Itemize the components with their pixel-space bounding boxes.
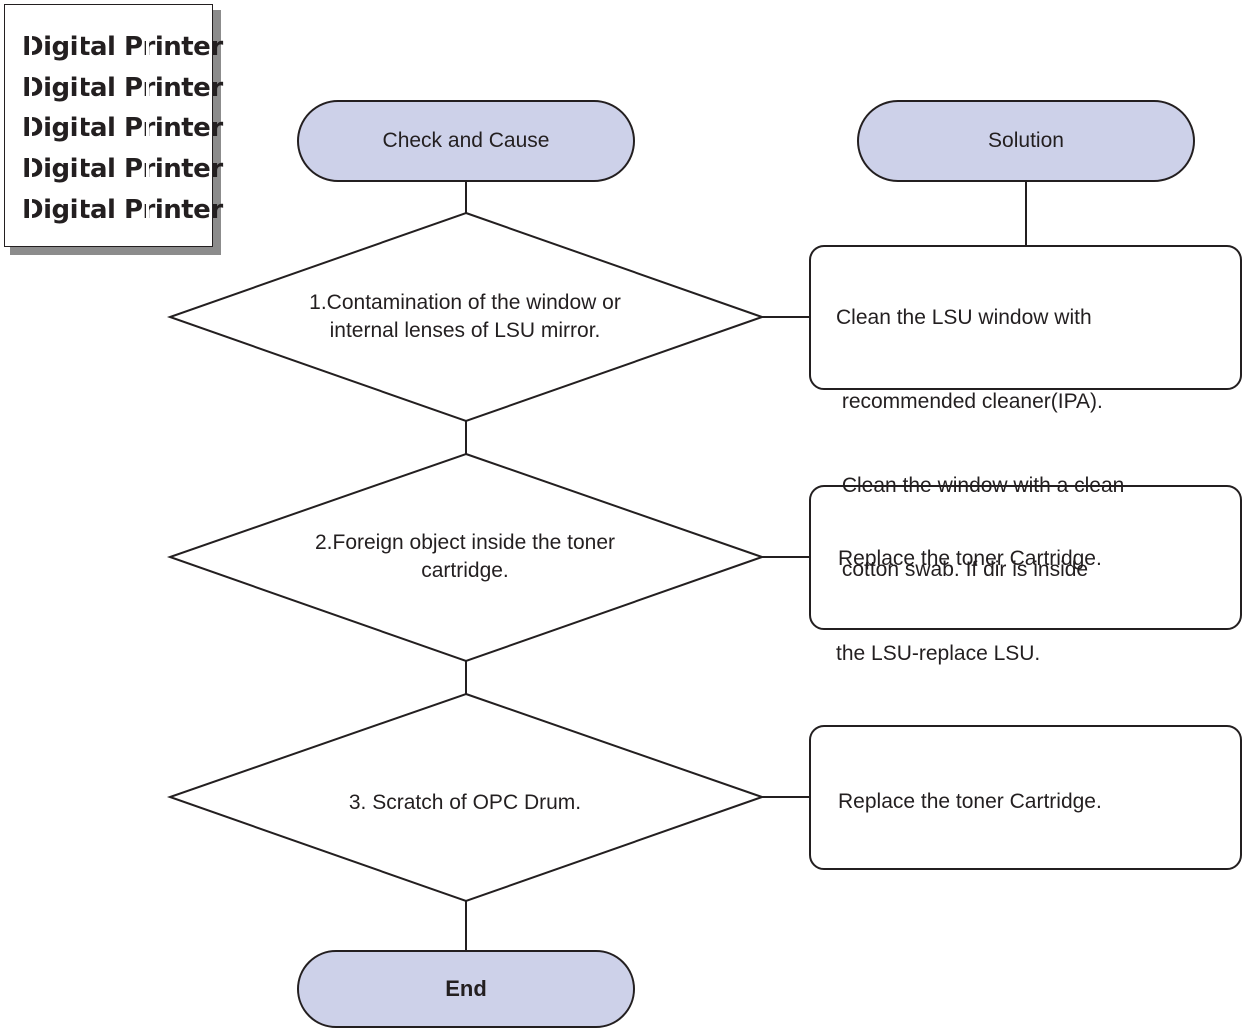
sample-print-line: Digital Printer <box>22 154 223 184</box>
end-terminal <box>297 950 635 1028</box>
decision-diamond-2 <box>166 452 766 663</box>
solution-box-1 <box>809 245 1242 390</box>
sample-print-card: Digital Printer Digital Printer Digital … <box>4 4 223 247</box>
solution-text-1: Clean the LSU window with recommended cl… <box>836 248 1124 696</box>
cause-label-1: 1.Contamination of the window or interna… <box>309 291 621 342</box>
sample-print-line: Digital Printer <box>22 32 223 62</box>
decision-diamond-3 <box>166 692 766 903</box>
print-defect-streak <box>78 25 81 240</box>
solution-box-2 <box>809 485 1242 630</box>
end-label: End <box>445 976 487 1001</box>
check-cause-terminal <box>297 100 635 182</box>
sample-print-line: Digital Printer <box>22 113 223 143</box>
solution-text-3: Replace the toner Cartridge. <box>838 790 1102 813</box>
solution-text-2: Replace the toner Cartridge. <box>838 547 1102 570</box>
solution-text-line: recommended cleaner(IPA). <box>836 390 1103 413</box>
solution-terminal <box>857 100 1195 182</box>
solution-text-line: Clean the window with a clean <box>836 474 1125 497</box>
solution-text-line: Clean the LSU window with <box>836 306 1092 329</box>
cause-label-3: 3. Scratch of OPC Drum. <box>348 791 582 814</box>
print-defect-streak <box>29 25 32 240</box>
check-cause-label: Check and Cause <box>382 129 550 152</box>
sample-print-line: Digital Printer <box>22 73 223 103</box>
solution-text-line: cotton swab. If dir is inside <box>836 558 1089 581</box>
solution-text-line: the LSU-replace LSU. <box>836 642 1041 665</box>
sample-print-line: Digital Printer <box>22 195 223 225</box>
print-defect-streak <box>146 25 149 240</box>
cause-label-2: 2.Foreign object inside the toner cartri… <box>314 531 616 582</box>
solution-label: Solution <box>988 129 1064 152</box>
solution-box-3 <box>809 725 1242 870</box>
decision-diamond-1 <box>166 211 766 423</box>
